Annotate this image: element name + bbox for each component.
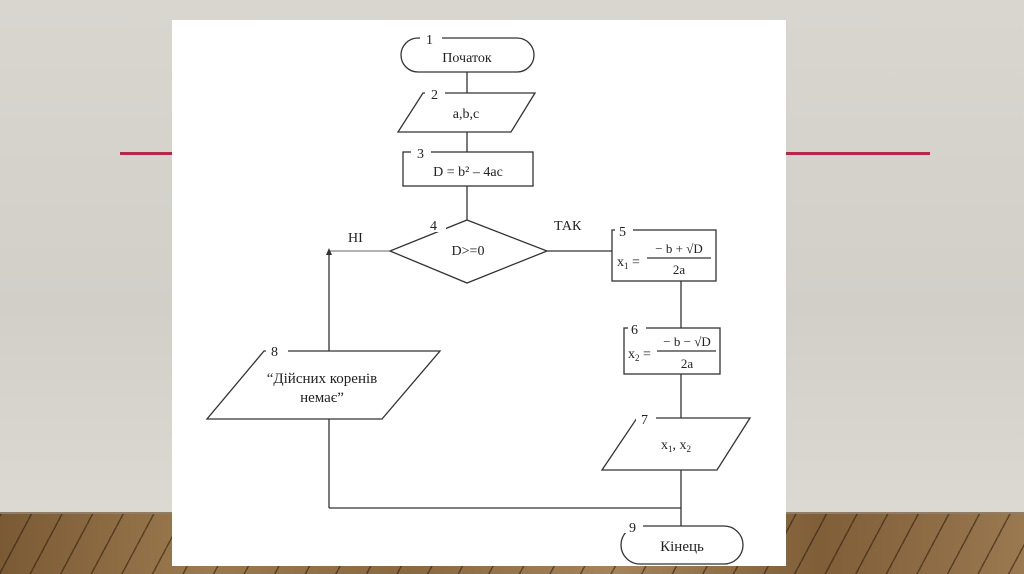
node-6-process: [623, 327, 721, 375]
node-3-number: 3: [417, 147, 424, 162]
node-4-number: 4: [430, 219, 437, 234]
accent-line-right: [780, 152, 930, 155]
node-9-number: 9: [629, 521, 636, 536]
node-7-number: 7: [641, 413, 648, 428]
node-3-process: [402, 151, 534, 187]
node-1-terminator: [400, 37, 535, 73]
node-1-number: 1: [426, 33, 433, 48]
node-5-number: 5: [619, 225, 626, 240]
node-5-lhs: x1 =: [617, 255, 640, 271]
node-8-output: [205, 350, 442, 420]
node-2-label: a,b,c: [453, 107, 479, 122]
node-5-process: [611, 229, 717, 282]
node-6-lhs: x2 =: [628, 347, 651, 363]
flowchart-image: 1 2 3 4 5 6 7 8 9 Початок a,b,c D = b² –…: [172, 20, 786, 566]
node-8-line-1: “Дійсних коренів: [267, 371, 378, 387]
accent-line-left: [120, 152, 180, 155]
node-3-label: D = b² – 4ac: [433, 165, 503, 180]
node-1-label: Початок: [442, 51, 492, 66]
branch-yes-label: ТАК: [554, 219, 582, 234]
flowchart-svg: 1 2 3 4 5 6 7 8 9 Початок a,b,c D = b² –…: [205, 31, 752, 565]
node-6-denominator: 2a: [681, 356, 694, 371]
node-7-output: [600, 417, 752, 471]
node-8-number: 8: [271, 345, 278, 360]
node-9-terminator: [620, 525, 744, 565]
arrow-head-icon: [326, 248, 332, 255]
node-5-numerator: − b + √D: [655, 241, 702, 256]
node-4-decision: [388, 219, 549, 284]
node-5-denominator: 2a: [673, 262, 686, 277]
node-2-number: 2: [431, 88, 438, 103]
node-9-label: Кінець: [660, 539, 704, 555]
node-6-number: 6: [631, 323, 638, 338]
node-4-label: D>=0: [452, 244, 485, 259]
node-8-line-2: немає”: [300, 390, 344, 406]
node-2-input: [396, 92, 537, 133]
node-7-label: x1, x2: [661, 438, 691, 454]
branch-no-label: НІ: [348, 231, 363, 246]
node-6-numerator: − b − √D: [663, 334, 710, 349]
